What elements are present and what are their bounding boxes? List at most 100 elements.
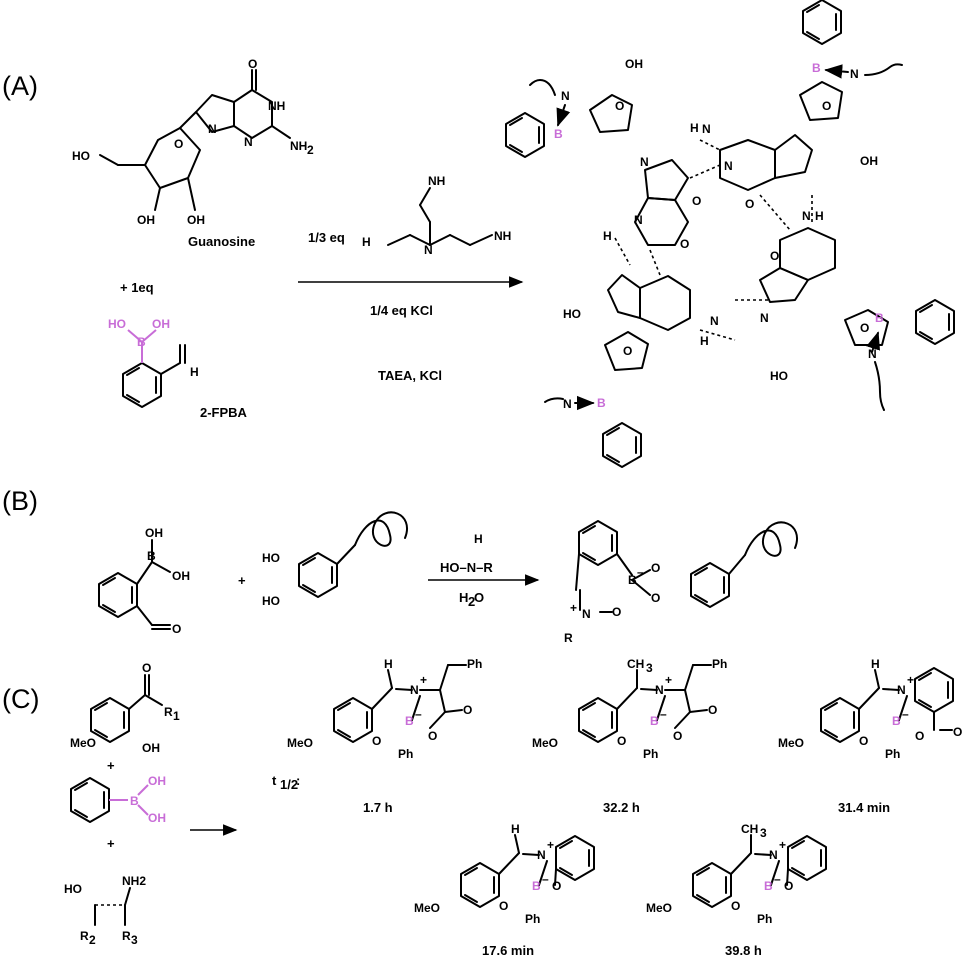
- quartet-n-7: N: [760, 311, 769, 325]
- guanosine-oh-left: OH: [137, 213, 155, 227]
- product-2-b-minus: –: [660, 707, 667, 721]
- product-2-ch3: CH: [627, 657, 644, 671]
- product-2-n-plus: +: [665, 673, 672, 687]
- catechol-ho-1: HO: [262, 551, 280, 565]
- quartet-h-1: H: [690, 121, 699, 135]
- quartet-n-2: N: [702, 122, 711, 136]
- fpba-structure: B HO OH H: [108, 317, 199, 408]
- reagent-boron: B: [130, 794, 139, 808]
- product-4-phenol-o: O: [499, 899, 508, 913]
- product-b-r: R: [564, 631, 573, 645]
- sugar-o-3: O: [860, 321, 869, 335]
- product-4-ph: Ph: [525, 912, 540, 926]
- product-2-o-ring: O: [673, 729, 682, 743]
- panel-c-label: (C): [2, 684, 39, 714]
- quartet-n-5: N: [634, 213, 643, 227]
- imine-n-2: N: [850, 67, 859, 81]
- guanosine-carbonyl-o: O: [248, 57, 257, 71]
- nitrone-boronate-product: B – O O N + O R: [564, 520, 798, 645]
- product-4-h: H: [511, 822, 520, 836]
- product-2-carbonyl-o: O: [708, 703, 717, 717]
- solvent-h: H: [459, 590, 468, 605]
- taea-nh2-top: NH: [428, 174, 445, 188]
- product-3-half-life: 31.4 min: [838, 800, 890, 815]
- product-2-boron: B: [650, 714, 659, 728]
- product-b-n: N: [582, 607, 591, 621]
- condition-kcl: 1/4 eq KCl: [370, 303, 433, 318]
- guanosine-ring-o: O: [174, 137, 183, 151]
- guanosine-structure: N O NH N NH 2 HO OH OH O: [72, 57, 314, 227]
- product-3-ph: Ph: [885, 747, 900, 761]
- product-c-2: CH 3 N + B – O O O Ph Ph MeO: [532, 657, 727, 761]
- product-3-meo: MeO: [778, 736, 804, 750]
- product-5-meo: MeO: [646, 901, 672, 915]
- product-1-n: N: [410, 683, 419, 697]
- reagent-carbonyl-o: O: [142, 661, 151, 675]
- product-2-ph: Ph: [643, 747, 658, 761]
- product-1-b-minus: –: [415, 707, 422, 721]
- product-3-n-plus: +: [907, 673, 914, 687]
- half-life-sub: 1/2: [280, 777, 298, 792]
- hydroxylamine-formula: HO–N–R: [440, 560, 493, 575]
- product-5-half-life: 39.8 h: [725, 943, 762, 958]
- fpba-b-boron: B: [147, 549, 156, 563]
- sugar-oh-2: OH: [860, 154, 878, 168]
- one-equivalent-label: + 1eq: [120, 280, 154, 295]
- catechol-ho-2: HO: [262, 594, 280, 608]
- quartet-o-4: O: [680, 237, 689, 251]
- product-2-n: N: [655, 683, 664, 697]
- product-4-half-life: 17.6 min: [482, 943, 534, 958]
- fpba-oh: OH: [152, 317, 170, 331]
- solvent-o: O: [474, 590, 484, 605]
- guanosine-ho: HO: [72, 149, 90, 163]
- product-1-h: H: [384, 657, 393, 671]
- product-4-n-plus: +: [547, 838, 554, 852]
- fpba-label: 2-FPBA: [200, 405, 248, 420]
- panel-c: (C) O R 1 MeO OH + B OH OH + HO: [2, 657, 962, 958]
- reagent-plus-2: +: [107, 836, 115, 851]
- reagent-boron-oh-1: OH: [148, 774, 166, 788]
- product-4-n: N: [537, 848, 546, 862]
- half-life-colon: :: [296, 773, 300, 788]
- product-3-b-minus: –: [902, 707, 909, 721]
- product-5-o-ring: O: [784, 879, 793, 893]
- quartet-n-1: N: [640, 155, 649, 169]
- quartet-o-3: O: [770, 249, 779, 263]
- product-b-boron: B: [628, 573, 637, 587]
- product-1-n-plus: +: [420, 673, 427, 687]
- taea-structure: N H NH NH: [362, 174, 511, 257]
- imine-n-4: N: [563, 397, 572, 411]
- g-quartet-product: N H N N O O N H O O H N H N N O O O O OH…: [505, 0, 955, 468]
- product-5-phenol-o: O: [731, 899, 740, 913]
- product-3-carbonyl-o: O: [953, 725, 962, 739]
- reagent-meo: MeO: [70, 736, 96, 750]
- boron-2: B: [812, 61, 821, 75]
- product-1-phenol-o: O: [372, 734, 381, 748]
- half-life-label: t: [272, 773, 277, 788]
- panel-b-label: (B): [2, 486, 38, 516]
- condition-equivalents: 1/3 eq: [308, 230, 345, 245]
- product-1-o-ring: O: [428, 729, 437, 743]
- guanosine-label: Guanosine: [188, 234, 255, 249]
- sugar-o-4: O: [623, 344, 632, 358]
- reagent-aminoalcohol-nh2: NH2: [122, 874, 146, 888]
- product-b-o-1: O: [651, 561, 660, 575]
- product-1-meo: MeO: [287, 736, 313, 750]
- panel-c-reagents: O R 1 MeO OH + B OH OH + HO NH2 R 2 R 3: [64, 661, 180, 947]
- product-3-o-ring: O: [915, 729, 924, 743]
- guanosine-oh-right: OH: [187, 213, 205, 227]
- imine-n-3: N: [868, 347, 877, 361]
- guanosine-nh2: NH: [290, 139, 307, 153]
- reagent-boron-oh-2: OH: [148, 811, 166, 825]
- panel-a-label: (A): [2, 71, 38, 101]
- product-2-benzyl-ph: Ph: [712, 657, 727, 671]
- product-3-n: N: [897, 683, 906, 697]
- product-b-minus: –: [637, 565, 644, 579]
- fpba-ho: HO: [108, 317, 126, 331]
- quartet-o-1: O: [745, 197, 754, 211]
- boron-4: B: [597, 396, 606, 410]
- reagent-r1: R: [164, 705, 173, 719]
- product-4-b-minus: –: [542, 872, 549, 886]
- fpba-b-aldehyde-o: O: [172, 622, 181, 636]
